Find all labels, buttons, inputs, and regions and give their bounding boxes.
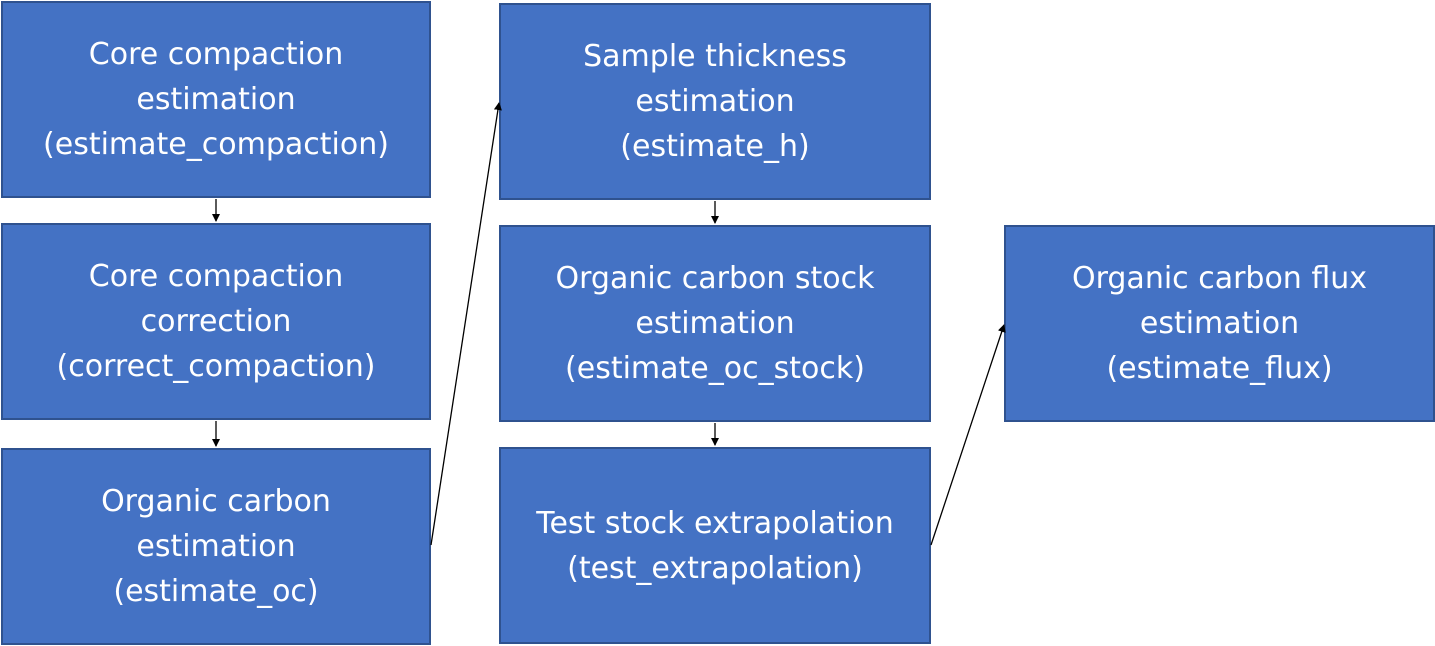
node-label-line: Organic carbon stock bbox=[555, 261, 875, 296]
node-organic-carbon-flux-estimation: Organic carbon flux estimation (estimate… bbox=[1004, 225, 1435, 422]
node-test-stock-extrapolation: Test stock extrapolation (test_extrapola… bbox=[499, 447, 931, 644]
node-label-line: Core compaction bbox=[88, 37, 344, 72]
node-label-line: Core compaction bbox=[88, 259, 344, 294]
node-label-line: estimation bbox=[1139, 306, 1300, 341]
node-core-compaction-estimation: Core compaction estimation (estimate_com… bbox=[1, 1, 431, 198]
node-label-line: (estimate_h) bbox=[620, 129, 810, 164]
node-label-line: correction bbox=[140, 304, 292, 339]
connector-arrow-b6-b7 bbox=[930, 324, 1006, 546]
node-label-line: estimation bbox=[635, 306, 795, 341]
node-label-line: (estimate_compaction) bbox=[43, 127, 389, 162]
node-label-line: Test stock extrapolation bbox=[536, 505, 894, 541]
node-label-line: (estimate_oc) bbox=[113, 574, 319, 609]
node-sample-thickness-estimation: Sample thickness estimation (estimate_h) bbox=[499, 3, 931, 200]
node-label-line: Organic carbon bbox=[101, 484, 331, 519]
connector-arrow-b3-b4 bbox=[430, 102, 502, 546]
node-label-line: (estimate_flux) bbox=[1106, 351, 1333, 386]
node-label-line: Sample thickness bbox=[583, 39, 847, 74]
node-label-line: Organic carbon flux bbox=[1071, 261, 1368, 296]
node-organic-carbon-estimation: Organic carbon estimation (estimate_oc) bbox=[1, 448, 431, 645]
node-organic-carbon-stock-estimation: Organic carbon stock estimation (estimat… bbox=[499, 225, 931, 422]
node-label-line: (estimate_oc_stock) bbox=[565, 351, 865, 386]
node-label-line: (test_extrapolation) bbox=[567, 550, 863, 586]
node-label-line: estimation bbox=[136, 82, 296, 117]
node-label-line: (correct_compaction) bbox=[56, 349, 376, 384]
node-label-line: estimation bbox=[136, 529, 296, 564]
node-core-compaction-correction: Core compaction correction (correct_comp… bbox=[1, 223, 431, 420]
node-label-line: estimation bbox=[635, 84, 795, 119]
